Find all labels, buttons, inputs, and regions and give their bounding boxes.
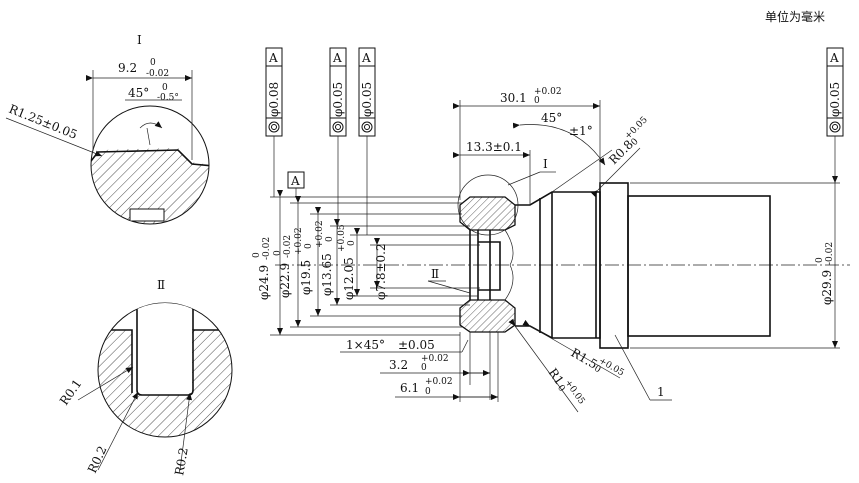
datum-a-label: A (290, 174, 300, 188)
svg-text:0: 0 (592, 364, 602, 376)
svg-text:φ13.65: φ13.65 (320, 253, 334, 296)
svg-text:0: 0 (273, 250, 283, 256)
svg-text:±1°: ±1° (569, 124, 593, 138)
callout-detail1: Ⅰ (507, 157, 556, 186)
svg-text:0: 0 (630, 137, 641, 148)
part-callout-1: 1 (614, 334, 672, 401)
d1-angle-upper: 0 (162, 83, 168, 93)
dim-d22: φ22.9 0 -0.02 (273, 235, 293, 298)
d1-radius: R1.25±0.05 (7, 102, 79, 142)
dim-len3: 3.2 +0.02 0 (380, 332, 491, 400)
dim-len6: 6.1 +0.02 0 (395, 332, 499, 402)
diameter-dim-lines (277, 176, 838, 348)
svg-text:6.1: 6.1 (400, 381, 419, 395)
dim-d19: φ19.5 +0.02 0 (294, 227, 314, 295)
svg-text:+0.02: +0.02 (294, 227, 304, 255)
svg-text:φ0.05: φ0.05 (828, 82, 842, 117)
svg-text:φ22.9: φ22.9 (278, 263, 292, 298)
svg-text:3.2: 3.2 (389, 358, 408, 372)
detail2-title: Ⅱ (157, 278, 165, 292)
dim-chamfer: 1×45° ±0.05 (340, 338, 469, 353)
svg-text:0: 0 (347, 240, 357, 246)
svg-text:φ19.5: φ19.5 (299, 260, 313, 295)
svg-text:0: 0 (252, 252, 262, 258)
svg-text:-0.02: -0.02 (262, 237, 272, 260)
d1-width-value: 9.2 (118, 61, 137, 75)
detail1-title: Ⅰ (137, 33, 142, 47)
svg-text:±0.05: ±0.05 (398, 338, 435, 352)
dim-r15: R1.5 +0.05 0 (522, 319, 626, 379)
dim-d13: φ13.65 +0.02 0 (315, 220, 335, 296)
dim-d29: φ29.9 0 -0.02 (815, 242, 835, 305)
unit-note: 单位为毫米 (765, 9, 825, 24)
dim-d7: φ7.8±0.2 (374, 243, 388, 300)
svg-text:A: A (361, 51, 371, 65)
extension-lines (270, 182, 840, 349)
svg-text:+0.05: +0.05 (337, 224, 347, 252)
d2-radius-2: R0.2 (85, 444, 110, 475)
svg-text:0: 0 (425, 387, 431, 397)
svg-text:0: 0 (421, 363, 427, 373)
d1-angle-value: 45° (128, 86, 149, 100)
svg-text:Ⅰ: Ⅰ (543, 157, 548, 171)
svg-text:φ7.8±0.2: φ7.8±0.2 (374, 243, 388, 300)
svg-text:0: 0 (304, 243, 314, 249)
d1-width-upper: 0 (150, 58, 156, 68)
svg-text:0: 0 (555, 383, 567, 394)
svg-text:φ0.05: φ0.05 (360, 82, 374, 117)
svg-text:Ⅱ: Ⅱ (431, 267, 439, 281)
svg-text:-0.02: -0.02 (283, 235, 293, 258)
d1-width-lower: -0.02 (146, 69, 169, 79)
tolerance-frame-2: A φ0.05 (329, 47, 347, 226)
svg-text:φ12.05: φ12.05 (342, 257, 356, 300)
tolerance-frame-1: A φ0.08 (265, 47, 283, 197)
main-part-outline (457, 174, 771, 349)
svg-text:A: A (829, 51, 839, 65)
dim-len30: 30.1 +0.02 0 (453, 87, 601, 200)
svg-text:0: 0 (534, 96, 540, 106)
svg-text:φ0.05: φ0.05 (331, 82, 345, 117)
dim-d24: φ24.9 0 -0.02 (252, 237, 272, 300)
svg-text:0: 0 (325, 236, 335, 242)
svg-text:1×45°: 1×45° (346, 338, 385, 352)
svg-text:+0.02: +0.02 (534, 87, 562, 97)
svg-text:A: A (332, 51, 342, 65)
svg-text:30.1: 30.1 (500, 91, 527, 105)
svg-text:φ0.08: φ0.08 (267, 82, 281, 117)
dim-angle45: 45° ±1° (512, 111, 613, 193)
svg-text:13.3±0.1: 13.3±0.1 (466, 140, 522, 154)
svg-text:+0.05: +0.05 (623, 115, 650, 142)
svg-text:1: 1 (657, 385, 665, 399)
svg-text:45°: 45° (541, 111, 562, 125)
svg-text:+0.02: +0.02 (315, 220, 325, 248)
detail1-view (5, 70, 210, 225)
d2-radius-1: R0.1 (57, 377, 85, 408)
svg-text:0: 0 (815, 257, 825, 263)
svg-text:+0.02: +0.02 (421, 354, 449, 364)
tolerance-frame-3: A φ0.05 (358, 47, 376, 235)
tolerance-frame-4: A φ0.05 (826, 47, 844, 183)
dim-r1: R1 +0.05 0 (508, 318, 587, 413)
callout-detail2: Ⅱ (427, 267, 471, 294)
svg-text:-0.02: -0.02 (825, 242, 835, 265)
dim-r08: R0.8 +0.05 0 (590, 115, 650, 198)
svg-text:φ24.9: φ24.9 (257, 265, 271, 300)
d1-angle-lower: -0.5° (157, 93, 179, 103)
d2-radius-3: R0.2 (172, 446, 191, 476)
dim-d12: φ12.05 +0.05 0 (337, 224, 357, 300)
svg-text:+0.02: +0.02 (425, 377, 453, 387)
svg-text:A: A (268, 51, 278, 65)
detail2-view (77, 302, 233, 471)
svg-text:+0.05: +0.05 (562, 378, 586, 407)
dim-len13: 13.3±0.1 (453, 140, 531, 205)
svg-text:φ29.9: φ29.9 (820, 270, 834, 305)
